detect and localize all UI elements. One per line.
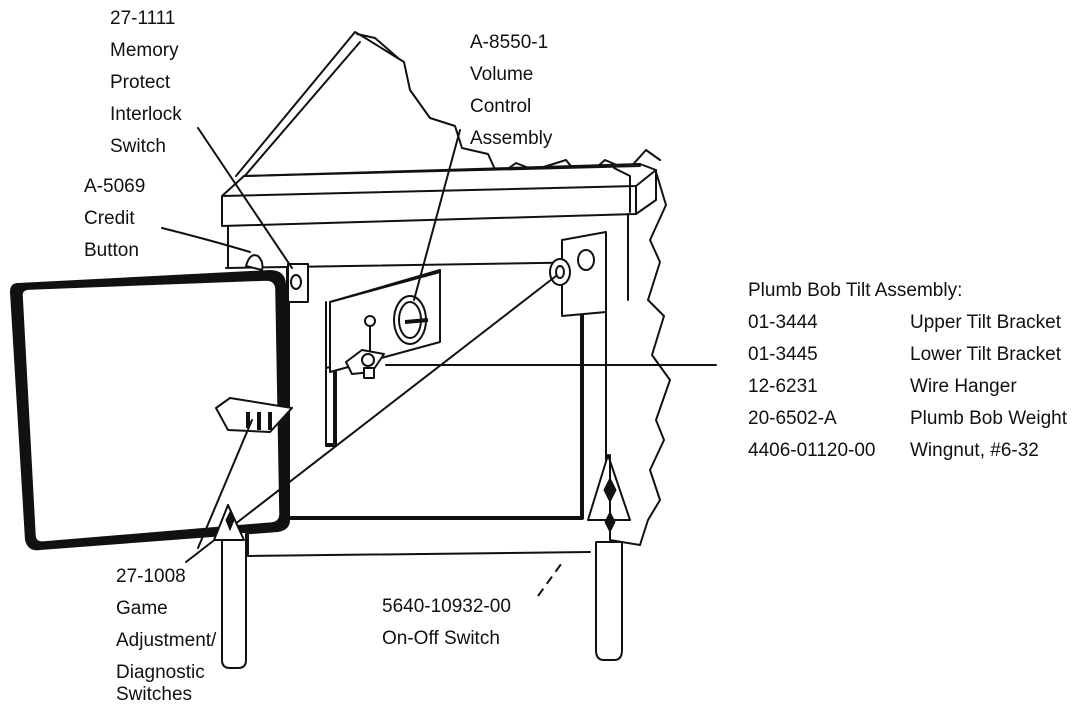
part-number: 12-6231 [748, 376, 818, 397]
part-number: 4406-01120-00 [748, 440, 875, 461]
on-off-switch-part: 5640-10932-00 [382, 596, 511, 617]
callout-memory-protect: 27-1111 Memory Protect Interlock Switch [110, 8, 182, 157]
coin-door [10, 270, 293, 551]
on-off-switch-line: On-Off Switch [382, 628, 500, 649]
parts-list-title: Plumb Bob Tilt Assembly: [748, 280, 962, 301]
part-description: Lower Tilt Bracket [910, 344, 1062, 365]
cabinet-right-side [627, 171, 671, 546]
interlock-switch-mount [287, 263, 309, 303]
wire-hanger [185, 265, 717, 563]
memory-protect-line: Switch [110, 136, 166, 157]
callout-on-off-switch: 5640-10932-00 On-Off Switch [382, 596, 511, 649]
game-adjustment-line: Game [116, 598, 168, 619]
plumb-bob-parts-list: Plumb Bob Tilt Assembly: 01-3444 Upper T… [748, 280, 1068, 461]
part-number: 01-3445 [748, 344, 818, 365]
memory-protect-part: 27-1111 [110, 8, 176, 29]
credit-button-line: Button [84, 240, 139, 261]
volume-control-line: Assembly [470, 128, 553, 149]
backbox-outline [235, 31, 661, 181]
game-adjustment-line: Adjustment/ [116, 630, 217, 651]
part-description: Wire Hanger [910, 376, 1017, 397]
game-adjustment-line: Switches [116, 684, 192, 704]
leader-lines [161, 127, 565, 597]
memory-protect-line: Memory [110, 40, 179, 61]
cabinet-top-rail [221, 163, 657, 227]
volume-control-line: Control [470, 96, 531, 117]
callout-volume-control: A-8550-1 Volume Control Assembly [470, 32, 553, 149]
part-description: Upper Tilt Bracket [910, 312, 1062, 333]
volume-control-part: A-8550-1 [470, 32, 548, 53]
part-number: 01-3444 [748, 312, 818, 333]
upper-tilt-bracket [549, 231, 607, 317]
credit-button-line: Credit [84, 208, 135, 229]
part-description: Plumb Bob Weight [910, 408, 1068, 429]
part-number: 20-6502-A [748, 408, 837, 429]
callout-credit-button: A-5069 Credit Button [84, 176, 145, 261]
part-description: Wingnut, #6-32 [910, 440, 1039, 461]
cabinet-legs [213, 454, 631, 669]
credit-button-part [245, 254, 264, 271]
volume-control-line: Volume [470, 64, 533, 85]
memory-protect-line: Interlock [110, 104, 182, 125]
callout-game-adjustment: 27-1008 Game Adjustment/ Diagnostic Swit… [116, 566, 217, 705]
memory-protect-line: Protect [110, 72, 171, 93]
control-panel-board [325, 269, 441, 447]
game-adjustment-line: Diagnostic [116, 662, 205, 683]
game-adjustment-part: 27-1008 [116, 566, 186, 587]
credit-button-part-number: A-5069 [84, 176, 145, 197]
